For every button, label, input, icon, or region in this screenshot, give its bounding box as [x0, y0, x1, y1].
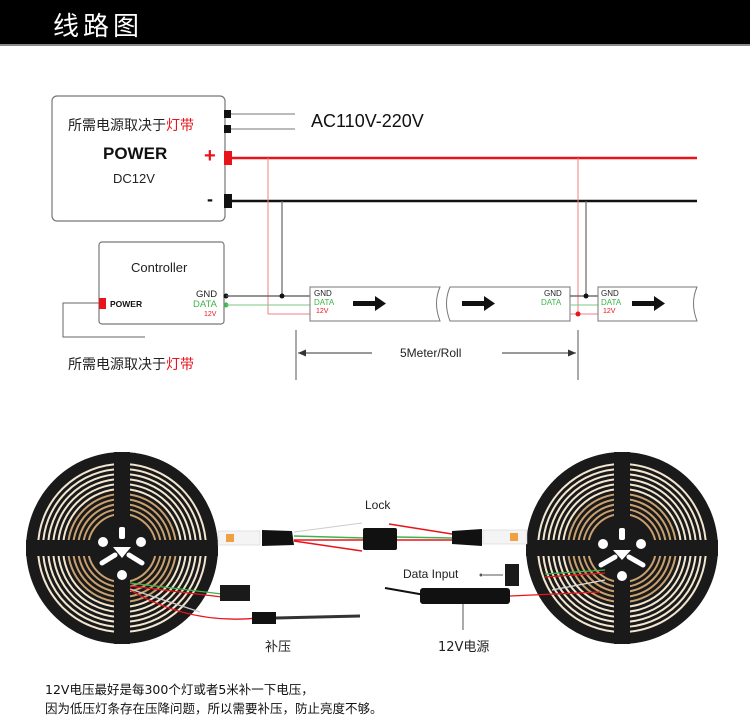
length-label: 5Meter/Roll	[400, 346, 462, 360]
strip1-data-label: DATA	[314, 298, 335, 307]
led-reel-right	[526, 452, 718, 644]
arrow-icon	[462, 296, 495, 311]
data-input-connector	[505, 564, 519, 586]
strip-end-left	[217, 530, 261, 546]
led-reel-left	[26, 452, 218, 644]
ac-input-label: AC110V-220V	[311, 111, 424, 131]
controller-box	[98, 241, 225, 325]
power-title: POWER	[103, 144, 168, 163]
strip3-12v-label: 12V	[603, 308, 616, 315]
led-chip-icon	[510, 533, 518, 541]
data-input-label: Data Input	[403, 567, 459, 581]
arrow-icon	[353, 296, 386, 311]
controller-title: Controller	[131, 260, 188, 275]
lock-connector	[363, 528, 397, 550]
boost-plug	[252, 612, 276, 624]
controller-data-label: DATA	[193, 299, 217, 310]
arrow-left-icon	[298, 349, 306, 357]
strip2-data-label: DATA	[541, 298, 562, 307]
header-bar: 线路图	[0, 0, 750, 46]
arrow-icon	[632, 296, 665, 311]
strip3-data-label: DATA	[601, 298, 622, 307]
positive-terminal	[224, 151, 232, 165]
note-line-1: 12V电压最好是每300个灯或者5米补一下电压，	[45, 682, 314, 697]
controller-requirement-note: 所需电源取决于灯带	[68, 354, 194, 374]
power-requirement-note: 所需电源取决于灯带	[68, 115, 194, 135]
controller-gnd-label: GND	[196, 289, 218, 300]
gnd-junction-2	[583, 293, 589, 299]
controller-power-wire	[62, 302, 145, 338]
power-connector	[420, 588, 510, 604]
ac-terminal-2	[224, 125, 231, 133]
controller-12v-label: 12V	[204, 311, 217, 318]
power-subtitle: DC12V	[113, 171, 155, 186]
led-strip-segment-2	[446, 286, 571, 322]
note-highlight: 灯带	[166, 357, 194, 373]
jst-connector-left	[220, 585, 250, 601]
led-chip-icon	[226, 534, 234, 542]
controller-power-terminal	[99, 298, 106, 309]
power-source-label: 12V电源	[438, 640, 490, 655]
negative-label: -	[207, 189, 213, 209]
note-line-2: 因为低压灯条存在压降问题，所以需要补压，防止亮度不够。	[45, 701, 383, 716]
strip1-gnd-label: GND	[314, 289, 332, 298]
v12-junction-2	[575, 311, 581, 317]
gnd-junction-1	[279, 293, 285, 299]
note-prefix: 所需电源取决于	[68, 357, 166, 373]
positive-label: +	[204, 145, 216, 167]
ac-terminal-1	[224, 110, 231, 118]
strip2-gnd-label: GND	[544, 289, 562, 298]
negative-terminal	[224, 194, 232, 208]
connector-left	[262, 530, 294, 546]
note-highlight: 灯带	[166, 118, 194, 134]
note-prefix: 所需电源取决于	[68, 118, 166, 134]
strip3-gnd-label: GND	[601, 289, 619, 298]
lock-label: Lock	[365, 498, 391, 512]
page-title: 线路图	[53, 12, 144, 42]
strip1-12v-label: 12V	[316, 308, 329, 315]
connector-right	[452, 529, 482, 546]
arrow-right-icon	[568, 349, 576, 357]
boost-label: 补压	[265, 640, 292, 655]
controller-power-label: POWER	[110, 299, 143, 309]
strip-end-right	[482, 529, 528, 545]
